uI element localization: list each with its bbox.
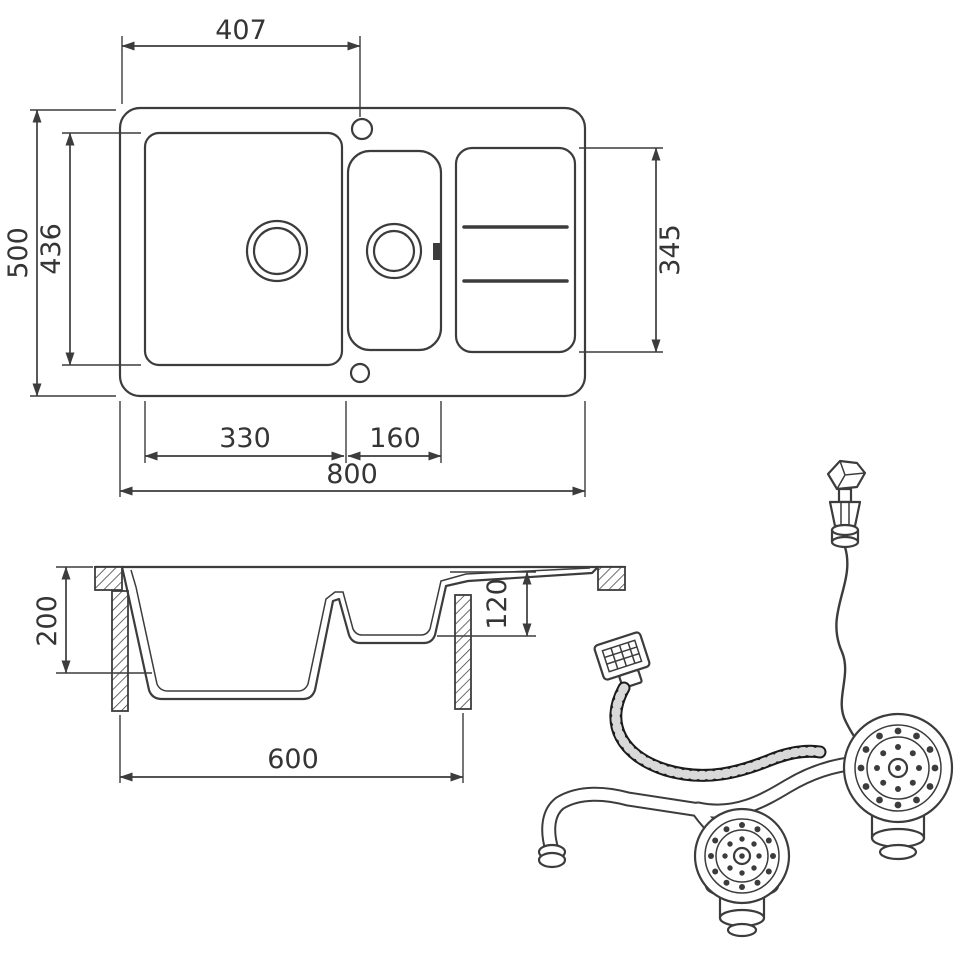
- sink-outline: [118, 106, 587, 398]
- dim-label-120: 120: [482, 578, 513, 630]
- strainer-left-perforations: [708, 822, 776, 890]
- strainer-right-perforations: [857, 727, 939, 809]
- dimension-120: 120: [437, 571, 536, 637]
- section-profile-outer: [120, 565, 600, 701]
- bottom-hole: [349, 362, 371, 384]
- dim-label-500: 500: [3, 227, 34, 279]
- dim-label-600: 600: [267, 744, 319, 775]
- dim-label-436: 436: [36, 223, 67, 275]
- drainer-area: [454, 146, 577, 354]
- sink-section-view: 200 120 600: [32, 565, 627, 783]
- main-bowl-drain: [245, 219, 309, 283]
- small-bowl-drain: [365, 222, 423, 280]
- dimension-345: 345: [579, 147, 686, 353]
- drain-kit-illustration: [537, 459, 954, 938]
- overflow-notch: [433, 243, 442, 260]
- drainer-grooves: [462, 225, 569, 283]
- cabinet-wall-right: [454, 594, 472, 710]
- knob-cable: [835, 546, 869, 752]
- dim-label-200: 200: [32, 595, 63, 647]
- dimension-330: 330: [144, 401, 347, 463]
- overflow-hose: [609, 681, 827, 782]
- dimension-436: 436: [36, 132, 141, 366]
- counter-hatch-right: [597, 566, 626, 591]
- dimension-160: 160: [347, 401, 442, 463]
- small-bowl: [346, 149, 443, 352]
- dimension-800: 800: [119, 401, 586, 497]
- dimension-407: 407: [121, 15, 361, 117]
- dimension-500: 500: [3, 109, 116, 397]
- dim-label-160: 160: [369, 423, 421, 454]
- main-bowl: [143, 131, 344, 367]
- dim-label-345: 345: [655, 224, 686, 276]
- section-profile-inner: [130, 567, 591, 692]
- counter-hatch-left: [94, 566, 123, 591]
- tap-hole: [350, 117, 374, 141]
- overflow-box: [593, 631, 651, 689]
- dimension-600: 600: [119, 713, 464, 783]
- strainer-right: [842, 712, 954, 861]
- dim-label-330: 330: [219, 423, 271, 454]
- dim-label-407: 407: [215, 15, 267, 46]
- dim-label-800: 800: [326, 459, 378, 490]
- popup-knob: [826, 459, 869, 752]
- dimension-200: 200: [32, 566, 152, 674]
- sink-top-view: 407 500 436 345 330: [3, 15, 686, 497]
- cabinet-wall-left: [111, 590, 129, 712]
- strainer-left: [693, 807, 791, 938]
